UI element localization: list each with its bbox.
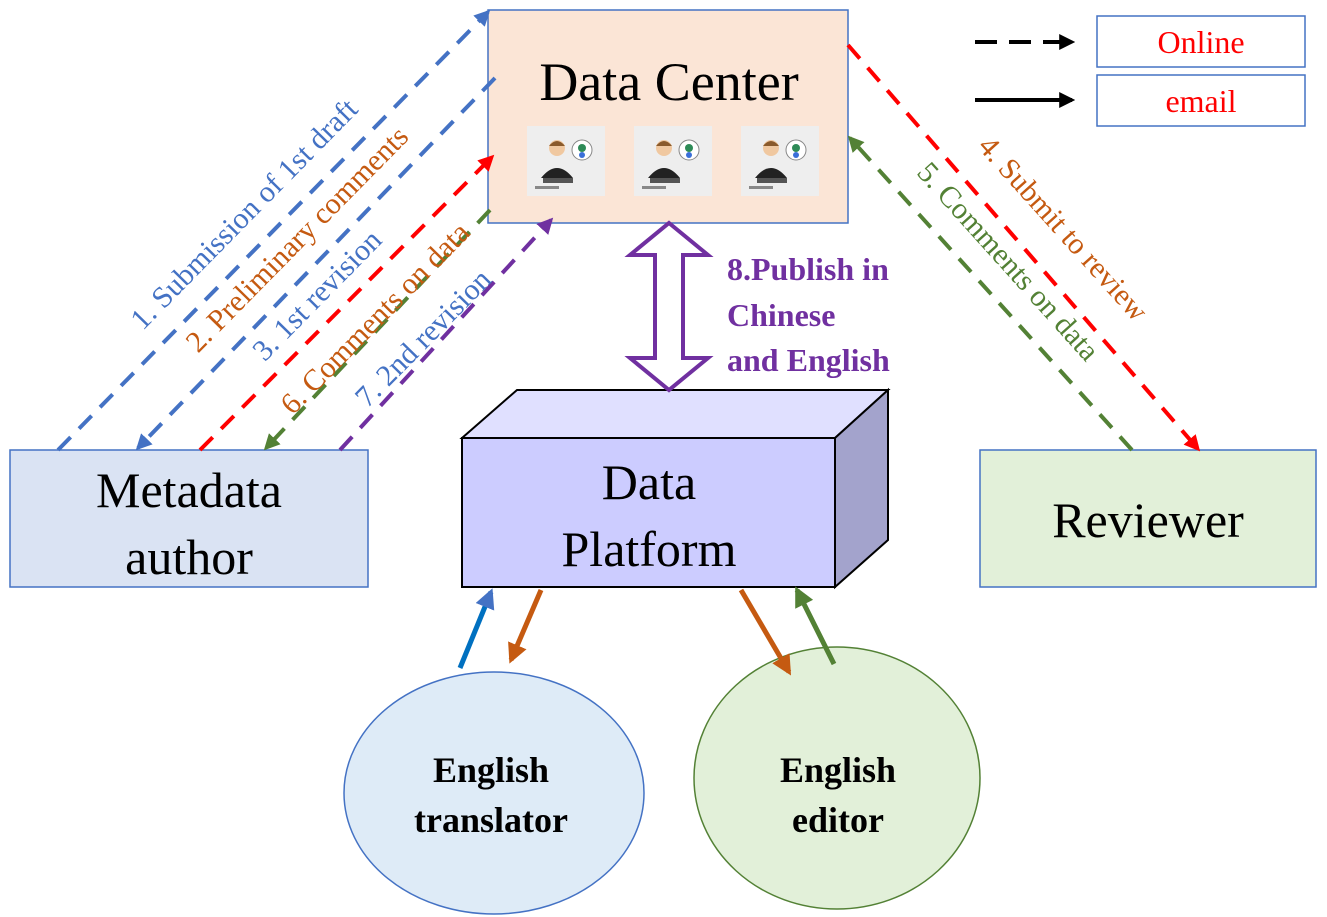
reviewer-box: [979, 449, 1317, 588]
arrow-comments-on-data-reviewer: [847, 135, 1134, 452]
metadata-author-box: [9, 449, 369, 588]
metadata-author-label-line2: author: [125, 529, 253, 585]
legend-online-label: Online: [1157, 24, 1244, 60]
staff-icon: [741, 126, 819, 196]
legend-email-label: email: [1165, 83, 1236, 119]
label-publish-line2: Chinese: [727, 297, 835, 333]
data-center-node: Data Center: [487, 9, 849, 224]
reviewer-label: Reviewer: [1052, 492, 1244, 548]
arrow-platform-to-translator: [508, 589, 544, 664]
english-editor-node: English editor: [693, 646, 981, 910]
flow-arrows-online: [56, 9, 1201, 452]
english-editor-label-line2: editor: [792, 800, 884, 840]
flow-arrows-email: [457, 586, 837, 676]
arrow-editor-to-platform: [794, 586, 837, 666]
metadata-author-label-line1: Metadata: [96, 462, 282, 518]
metadata-author-node: Metadata author: [9, 449, 369, 588]
english-translator-circle: [343, 671, 645, 915]
legend: Online email: [975, 15, 1306, 127]
arrow-platform-to-editor: [738, 588, 792, 676]
legend-email-box: [1096, 74, 1306, 127]
reviewer-node: Reviewer: [979, 449, 1317, 588]
arrow-submission-1st-draft: [56, 9, 491, 452]
arrow-1st-revision: [198, 154, 495, 452]
arrow-translator-to-platform: [457, 588, 495, 669]
staff-icon: [634, 126, 712, 196]
data-platform-label-line2: Platform: [562, 521, 737, 577]
english-editor-circle: [693, 646, 981, 910]
english-translator-label-line2: translator: [414, 800, 568, 840]
label-publish-line1: 8.Publish in: [727, 251, 889, 287]
english-editor-label-line1: English: [780, 750, 896, 790]
english-translator-node: English translator: [343, 671, 645, 915]
data-platform-label-line1: Data: [602, 454, 696, 510]
data-platform-top-face: [459, 389, 891, 439]
arrow-2nd-revision: [338, 217, 554, 452]
english-translator-label-line1: English: [433, 750, 549, 790]
data-platform-node: Data Platform: [459, 387, 891, 590]
arrow-comments-on-data-author: [263, 208, 492, 451]
publish-double-arrow: [624, 220, 714, 393]
legend-online-box: [1096, 15, 1306, 68]
data-platform-front-face: [461, 437, 836, 588]
arrow-preliminary-comments: [135, 76, 497, 451]
data-center-label: Data Center: [539, 52, 798, 112]
label-publish-line3: and English: [727, 342, 890, 378]
staff-icon: [527, 126, 605, 196]
